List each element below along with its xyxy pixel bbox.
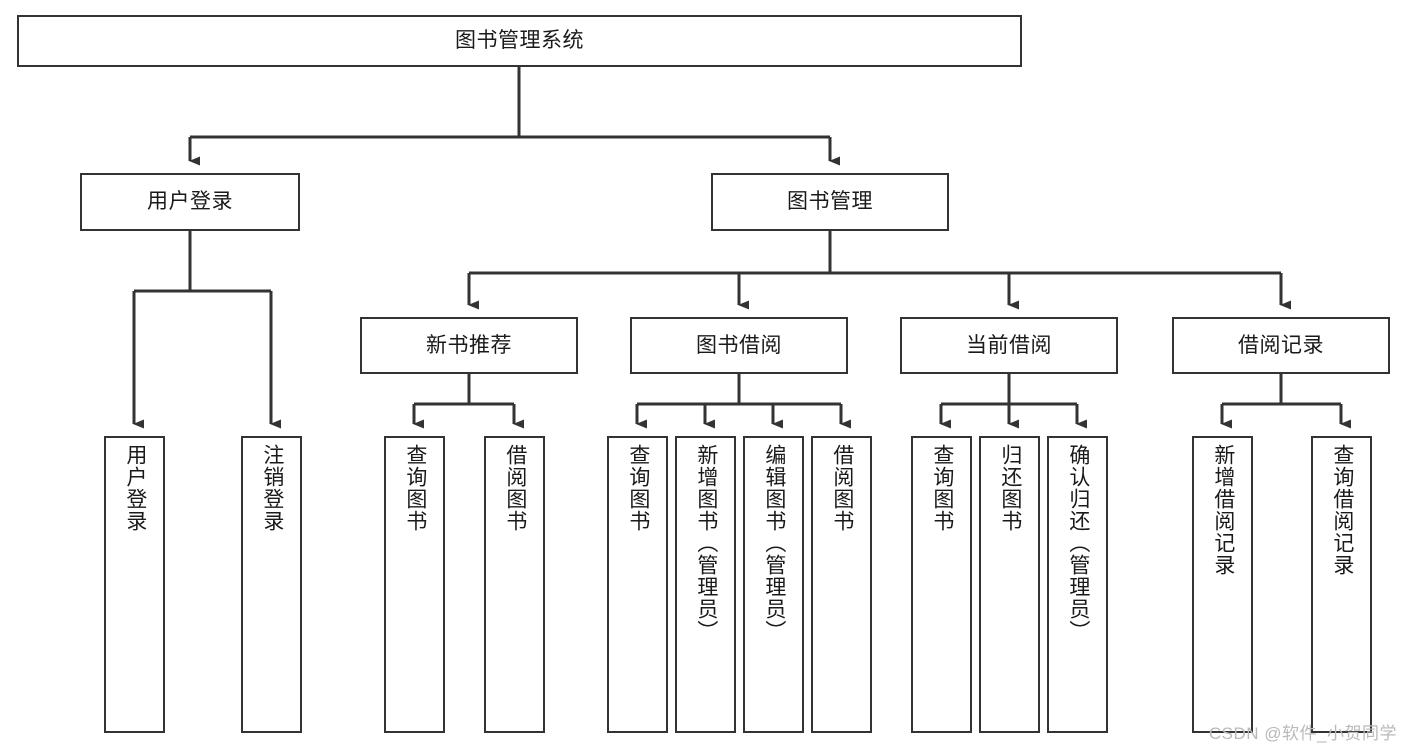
leaf-book-borrow-4[interactable]: 借阅图书 (811, 436, 872, 733)
node-label: 借阅图书 (503, 444, 527, 532)
node-book-borrow[interactable]: 图书借阅 (630, 317, 848, 374)
node-label: 当前借阅 (966, 333, 1052, 357)
node-label: 归还图书 (998, 444, 1022, 532)
leaf-user-login-2[interactable]: 注销登录 (241, 436, 302, 733)
node-label: 图书管理系统 (455, 29, 584, 53)
leaf-new-book-1[interactable]: 查询图书 (384, 436, 445, 733)
node-label: 新增图书（管理员） (694, 444, 718, 642)
node-label: 用户登录 (147, 190, 233, 214)
leaf-user-login-1[interactable]: 用户登录 (104, 436, 165, 733)
node-label: 查询图书 (403, 444, 427, 532)
node-new-book-recommend[interactable]: 新书推荐 (360, 317, 578, 374)
node-label: 图书借阅 (696, 333, 782, 357)
leaf-new-book-2[interactable]: 借阅图书 (484, 436, 545, 733)
leaf-current-borrow-3[interactable]: 确认归还（管理员） (1047, 436, 1108, 733)
node-label: 注销登录 (260, 444, 284, 532)
node-label: 新增借阅记录 (1211, 444, 1235, 576)
node-label: 图书管理 (787, 190, 873, 214)
leaf-book-borrow-2[interactable]: 新增图书（管理员） (675, 436, 736, 733)
node-label: 借阅图书 (830, 444, 854, 532)
node-label: 查询借阅记录 (1330, 444, 1354, 576)
node-root-book-management-system[interactable]: 图书管理系统 (17, 15, 1022, 67)
node-label: 编辑图书（管理员） (762, 444, 786, 642)
leaf-current-borrow-1[interactable]: 查询图书 (911, 436, 972, 733)
leaf-borrow-record-1[interactable]: 新增借阅记录 (1192, 436, 1253, 733)
node-label: 新书推荐 (426, 333, 512, 357)
node-book-management[interactable]: 图书管理 (711, 173, 949, 231)
leaf-book-borrow-3[interactable]: 编辑图书（管理员） (743, 436, 804, 733)
node-label: 查询图书 (930, 444, 954, 532)
leaf-book-borrow-1[interactable]: 查询图书 (607, 436, 668, 733)
node-user-login[interactable]: 用户登录 (80, 173, 300, 231)
leaf-borrow-record-2[interactable]: 查询借阅记录 (1311, 436, 1372, 733)
node-label: 查询图书 (626, 444, 650, 532)
node-label: 借阅记录 (1238, 333, 1324, 357)
csdn-watermark: CSDN @软件_小贺同学 (1208, 724, 1397, 743)
node-label: 用户登录 (123, 444, 147, 532)
node-current-borrow[interactable]: 当前借阅 (900, 317, 1118, 374)
node-label: 确认归还（管理员） (1066, 444, 1090, 642)
leaf-current-borrow-2[interactable]: 归还图书 (979, 436, 1040, 733)
node-borrow-record[interactable]: 借阅记录 (1172, 317, 1390, 374)
